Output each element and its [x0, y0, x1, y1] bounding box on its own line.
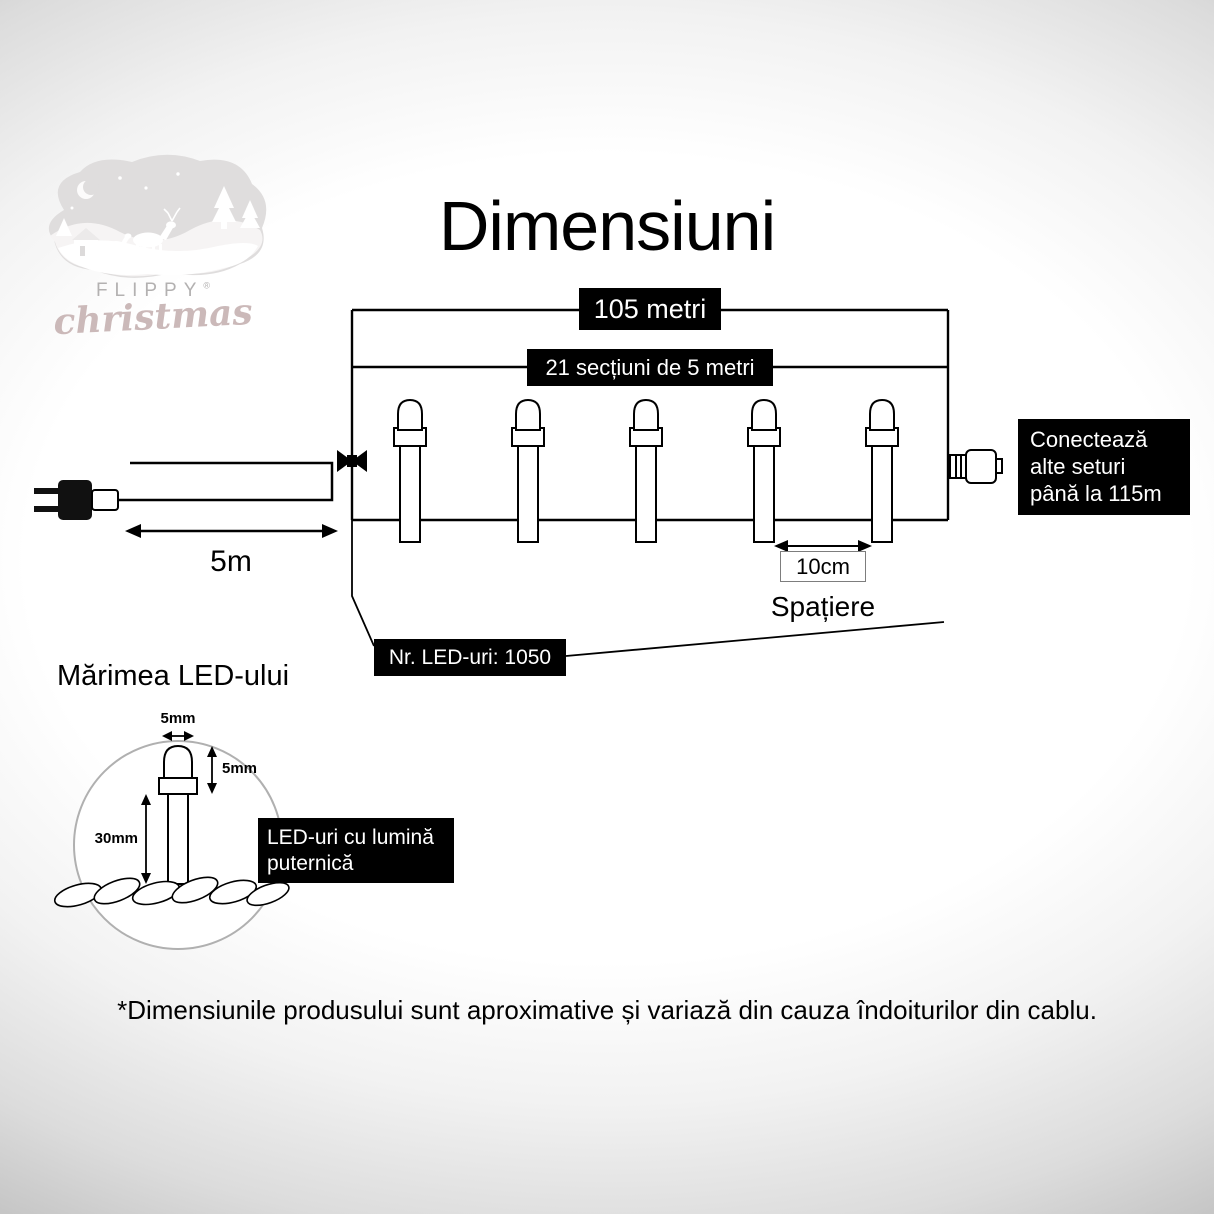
led-size-heading: Mărimea LED-ului: [57, 660, 290, 692]
brand-logo: FLIPPY® christmas: [28, 148, 278, 353]
led-bulb: [511, 398, 545, 543]
spacing-arrow: [774, 540, 872, 552]
brand-name-text: FLIPPY: [95, 280, 204, 301]
connect-note-line: Conectează: [1030, 427, 1148, 452]
led-callout-line: LED-uri cu lumină: [267, 826, 434, 849]
deer-silhouettes: [107, 207, 181, 258]
tip-width-label: 5mm: [160, 710, 196, 727]
tip-height-label: 5mm: [222, 760, 258, 777]
led-bulb: [393, 398, 427, 543]
stars: [70, 172, 180, 210]
led-count-leader-lines: [351, 520, 945, 657]
lead-cord: [118, 461, 334, 502]
led-string: [393, 398, 899, 543]
led-detail-drawing: [158, 744, 198, 885]
footnote: *Dimensiunile produsului sunt aproximati…: [117, 995, 1097, 1025]
power-plug-icon: [34, 480, 119, 520]
trademark-symbol: ®: [203, 280, 211, 291]
detail-dimension-arrows: [141, 731, 217, 884]
page-title: Dimensiuni: [438, 187, 776, 265]
moon-icon: [77, 179, 99, 199]
logo-winter-scene: [48, 154, 267, 278]
connect-note-line: alte seturi: [1030, 453, 1126, 479]
led-callout-line: puternică: [267, 851, 354, 875]
lead-length-label: 5m: [210, 545, 252, 578]
twisted-wire: [53, 876, 290, 908]
total-length-label: 105 metri: [579, 288, 721, 330]
sections-label: 21 secțiuni de 5 metri: [527, 349, 773, 386]
tree-icons: [56, 186, 260, 236]
connect-note-line: până la 115m: [1030, 480, 1162, 506]
end-connector-icon: [949, 449, 1003, 484]
spacing-caption: Spațiere: [770, 591, 876, 622]
lead-length-arrow: [125, 524, 338, 538]
house-icon: [72, 228, 100, 256]
led-bulb: [865, 398, 899, 543]
spacing-value-label: 10cm: [780, 551, 866, 582]
inline-connector-icon: [337, 450, 367, 472]
body-height-label: 30mm: [94, 830, 138, 847]
led-bulb: [629, 398, 663, 543]
brand-name: FLIPPY®: [28, 280, 278, 302]
connect-note: Conectează alte seturi până la 115m: [1018, 419, 1190, 516]
led-count-label: Nr. LED-uri: 1050: [374, 639, 566, 676]
led-bulb: [747, 398, 781, 543]
led-callout: LED-uri cu lumină puternică: [258, 818, 454, 884]
